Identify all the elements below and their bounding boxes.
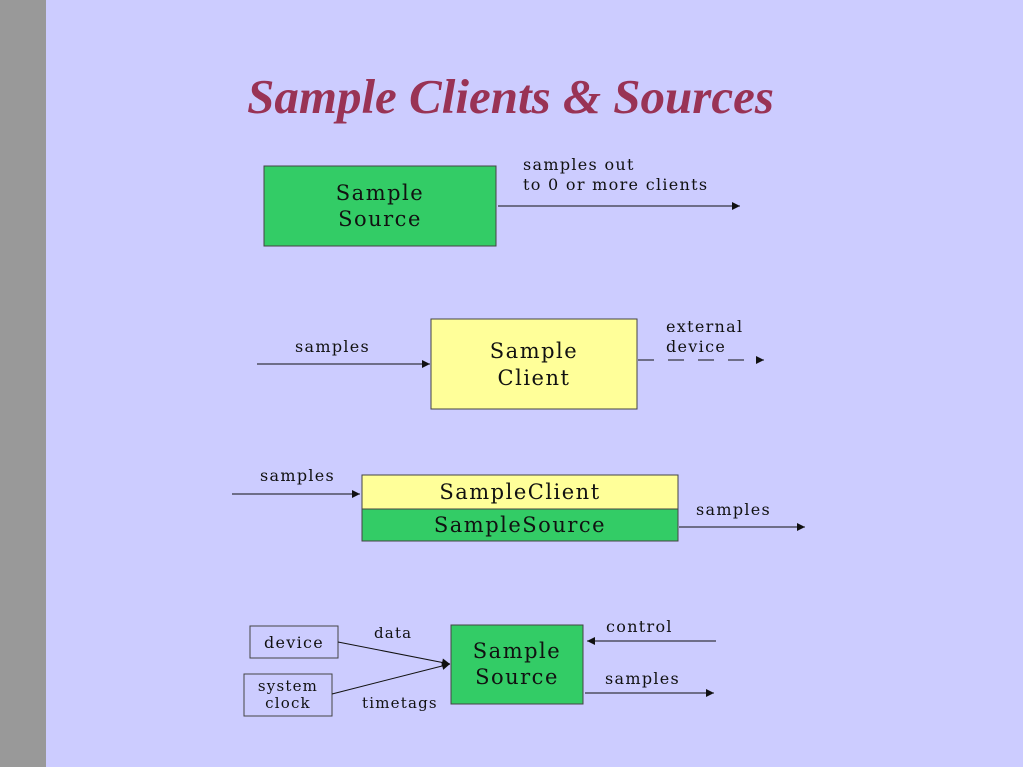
combined-source-box [361,508,679,542]
samples-in-label: samples [295,337,370,356]
samples-in-label-2: samples [260,466,335,485]
combined-source-label: SampleSource [434,513,606,537]
samples-out-label-line2: to 0 or more clients [523,175,708,194]
sample-client-label-line1: Sample [490,339,578,363]
sample-client-label-line2: Client [498,366,571,390]
device-label: device [264,633,324,652]
external-device-label-line2: device [666,337,726,356]
control-label: control [606,617,673,636]
sample-source-label-line1: Sample [336,181,424,205]
sidebar-bar [0,0,46,767]
sample-source-2-label-line2: Source [475,665,559,689]
samples-out-label-4: samples [605,669,680,688]
combined-client-label: SampleClient [439,480,600,504]
sample-source-box [263,165,497,247]
page-title: Sample Clients & Sources [247,69,774,124]
samples-out-label-line1: samples out [523,155,635,174]
diagram-client: samples Sample Client external device [257,317,764,410]
sample-source-2-label-line1: Sample [473,639,561,663]
system-clock-box [243,673,333,717]
samples-out-label-3: samples [696,500,771,519]
system-clock-label-line2: clock [265,694,311,712]
diagram-device-source: device system clock data timetags Sample… [243,617,716,717]
diagram-source: Sample Source samples out to 0 or more c… [263,155,740,247]
system-clock-label-line1: system [258,677,318,695]
sample-source-label-line2: Source [338,207,422,231]
diagram-client-source: samples SampleClient SampleSource sample… [232,466,805,542]
sample-source-box-2 [450,624,584,705]
sample-client-box [430,318,638,410]
timetags-label: timetags [362,694,438,712]
data-label: data [374,624,412,642]
timetags-arrow [331,662,451,695]
external-device-label-line1: external [666,317,743,336]
data-arrow [337,641,451,667]
